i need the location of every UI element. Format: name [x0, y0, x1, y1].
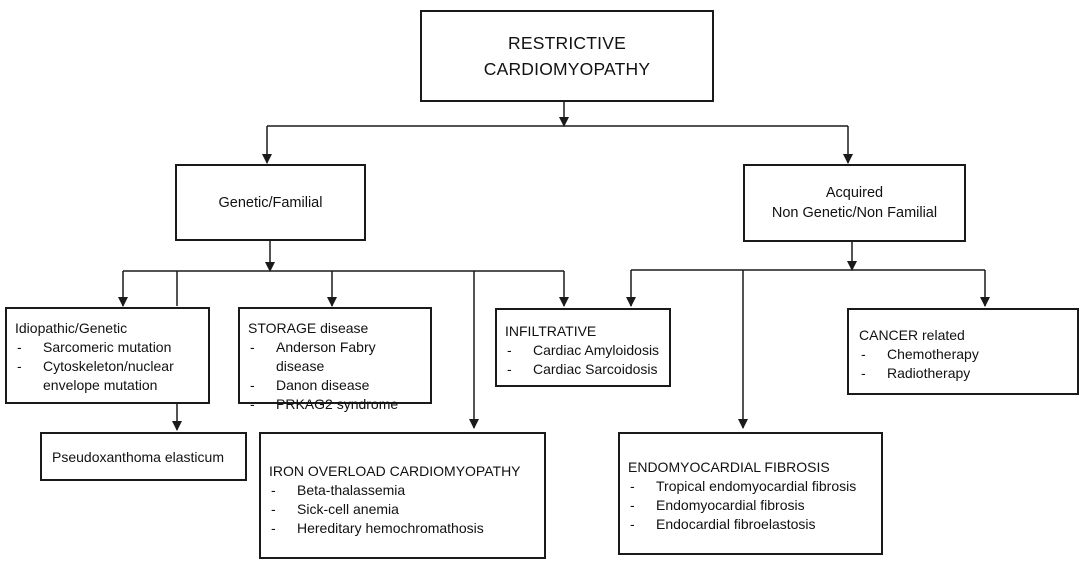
list-item: -Beta-thalassemia [271, 482, 406, 498]
idiopathic-title: Idiopathic/Genetic [15, 320, 128, 336]
root-line-1: RESTRICTIVE [508, 33, 626, 53]
acquired-line-1: Acquired [825, 185, 884, 201]
iron-title: IRON OVERLOAD CARDIOMYOPATHY [269, 463, 521, 479]
list-item: -Cytoskeleton/nuclear envelope mutation [17, 358, 174, 393]
acquired-node: Acquired Non Genetic/Non Familial [743, 164, 966, 242]
list-item: -Danon disease [250, 377, 370, 393]
genetic-familial-label: Genetic/Familial [218, 194, 323, 211]
endomyocardial-fibrosis-node: ENDOMYOCARDIAL FIBROSIS -Tropical endomy… [618, 432, 883, 555]
list-item: -Sarcomeric mutation [17, 339, 172, 355]
list-item: -Hereditary hemochromathosis [271, 520, 484, 536]
list-item: -Cardiac Sarcoidosis [507, 361, 658, 377]
cancer-title: CANCER related [859, 327, 965, 343]
infiltrative-title: INFILTRATIVE [505, 323, 597, 339]
infiltrative-list: -Cardiac Amyloidosis -Cardiac Sarcoidosi… [505, 341, 661, 379]
list-item: -Sick-cell anemia [271, 501, 399, 517]
endomyocardial-list: -Tropical endomyocardial fibrosis -Endom… [628, 477, 873, 534]
acquired-line-2: Non Genetic/Non Familial [771, 205, 938, 221]
pseudoxanthoma-node: Pseudoxanthoma elasticum [40, 432, 247, 481]
list-item: -Radiotherapy [861, 365, 971, 381]
list-item: -PRKAG2 syndrome [250, 396, 399, 412]
cancer-list: -Chemotherapy -Radiotherapy [859, 345, 1069, 383]
pseudoxanthoma-label: Pseudoxanthoma elasticum [52, 448, 224, 465]
iron-overload-node: IRON OVERLOAD CARDIOMYOPATHY -Beta-thala… [259, 432, 546, 559]
list-item: -Tropical endomyocardial fibrosis [630, 478, 857, 494]
genetic-familial-node: Genetic/Familial [175, 164, 366, 241]
idiopathic-genetic-node: Idiopathic/Genetic -Sarcomeric mutation … [5, 307, 210, 404]
cancer-related-node: CANCER related -Chemotherapy -Radiothera… [847, 308, 1079, 395]
infiltrative-node: INFILTRATIVE -Cardiac Amyloidosis -Cardi… [495, 308, 671, 387]
list-item: -Anderson Fabry disease [250, 339, 376, 374]
root-line-2: CARDIOMYOPATHY [483, 59, 651, 79]
list-item: -Chemotherapy [861, 346, 979, 362]
storage-title: STORAGE disease [248, 320, 369, 336]
list-item: -Endomyocardial fibrosis [630, 497, 805, 513]
idiopathic-list: -Sarcomeric mutation -Cytoskeleton/nucle… [15, 338, 200, 395]
root-node: RESTRICTIVE CARDIOMYOPATHY [420, 10, 714, 102]
list-item: -Endocardial fibroelastosis [630, 516, 816, 532]
storage-list: -Anderson Fabry disease -Danon disease -… [248, 338, 422, 414]
storage-disease-node: STORAGE disease -Anderson Fabry disease … [238, 307, 432, 412]
endomyocardial-title: ENDOMYOCARDIAL FIBROSIS [628, 459, 830, 475]
iron-list: -Beta-thalassemia -Sick-cell anemia -Her… [269, 481, 536, 538]
list-item: -Cardiac Amyloidosis [507, 342, 660, 358]
